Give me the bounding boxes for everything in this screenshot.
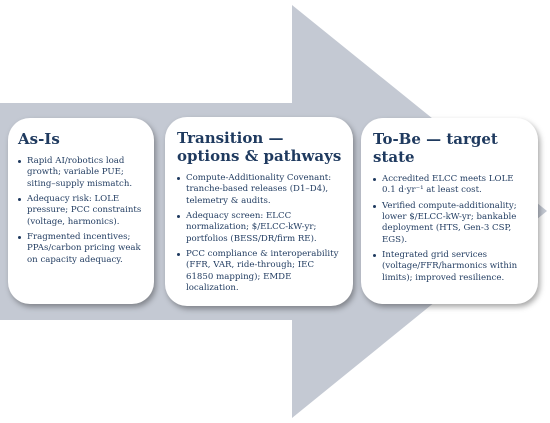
as-is-item: Adequacy risk: LOLE pressure; PCC constr… [18,194,146,228]
to-be-card: To-Be — target state Accredited ELCC mee… [361,118,538,304]
to-be-title: To-Be — target state [373,130,498,166]
transition-title: Transition — options & pathways [177,129,342,165]
transition-item: Compute-Additionality Covenant: tranche-… [177,173,343,207]
as-is-card: As-Is Rapid AI/robotics load growth; var… [8,118,154,304]
as-is-title: As-Is [18,130,60,148]
to-be-item: Verified compute-additionality; lower $/… [373,201,528,246]
transition-item: Adequacy screen: ELCC normalization; $/E… [177,211,343,245]
as-is-item: Rapid AI/robotics load growth; variable … [18,156,146,190]
to-be-item: Accredited ELCC meets LOLE 0.1 d·yr⁻¹ at… [373,174,528,197]
transition-card: Transition — options & pathways Compute-… [165,117,353,306]
as-is-item: Fragmented incentives; PPAs/carbon prici… [18,232,146,266]
as-is-list: Rapid AI/robotics load growth; variable … [18,156,146,266]
to-be-item: Integrated grid services (voltage/FFR/ha… [373,250,528,284]
to-be-list: Accredited ELCC meets LOLE 0.1 d·yr⁻¹ at… [373,174,528,284]
transition-item: PCC compliance & interoperability (FFR, … [177,249,343,294]
transition-list: Compute-Additionality Covenant: tranche-… [177,173,343,294]
